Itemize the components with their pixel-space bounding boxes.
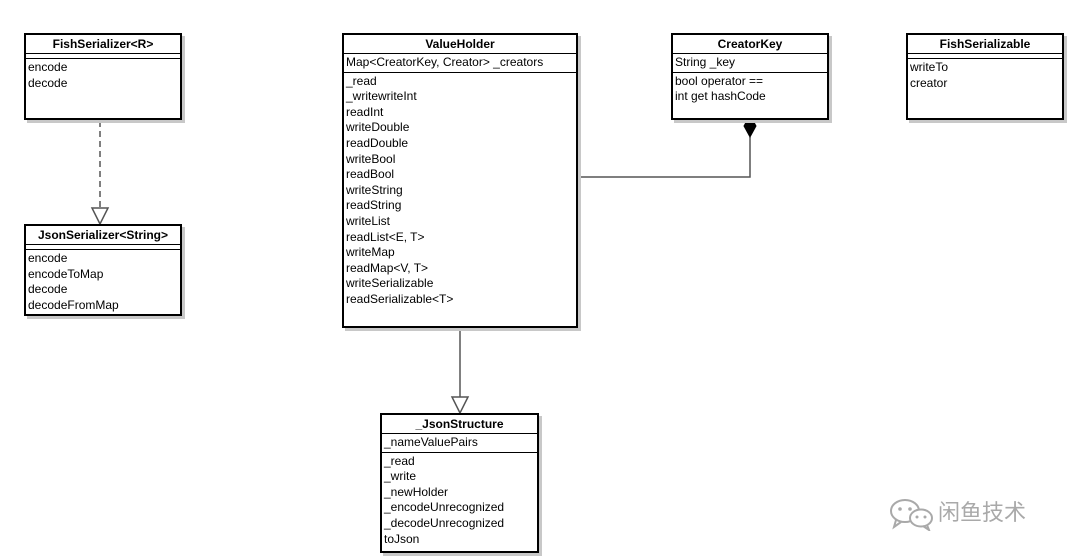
method-item: readList<E, T> [346, 229, 425, 244]
method-item: readInt [346, 104, 384, 119]
attributes-section: Map<CreatorKey, Creator> _creators [344, 54, 576, 73]
method-item: _writewriteInt [346, 89, 417, 104]
attributes-section [908, 54, 1062, 59]
method-item: decode [28, 282, 68, 297]
method-item: writeList [346, 213, 391, 228]
methods-section: _read_write_newHolder_encodeUnrecognized… [382, 453, 537, 549]
method-item: creator [910, 75, 948, 90]
realization-connector [90, 121, 110, 226]
method-item: _write [384, 469, 417, 484]
attributes-section [26, 245, 180, 250]
method-item: int get hashCode [675, 89, 766, 104]
attributes-section [26, 54, 180, 59]
method-item: readBool [346, 167, 395, 182]
method-item: _read [384, 453, 415, 468]
class-creator-key[interactable]: CreatorKey String _key bool operator ==i… [671, 33, 829, 120]
method-item: readString [346, 198, 402, 213]
method-item: toJson [384, 531, 420, 546]
method-item: bool operator == [675, 73, 764, 88]
attributes-section: String _key [673, 54, 827, 73]
composition-diamond [743, 113, 757, 139]
class-name: FishSerializable [908, 35, 1062, 54]
method-item: _encodeUnrecognized [384, 500, 505, 515]
method-item: writeBool [346, 151, 396, 166]
method-item: decode [28, 75, 68, 90]
watermark: 闲鱼技术 [888, 497, 1058, 531]
class-name: _JsonStructure [382, 415, 537, 434]
method-item: encodeToMap [28, 266, 104, 281]
method-item: writeMap [346, 245, 395, 260]
method-item: _read [346, 73, 377, 88]
class-value-holder[interactable]: ValueHolder Map<CreatorKey, Creator> _cr… [342, 33, 578, 328]
class-name: CreatorKey [673, 35, 827, 54]
composition-connector [578, 113, 757, 178]
method-item: writeDouble [346, 120, 410, 135]
method-item: readSerializable<T> [346, 291, 454, 306]
class-json-structure[interactable]: _JsonStructure _nameValuePairs _read_wri… [380, 413, 539, 553]
inheritance-connector [450, 327, 470, 415]
methods-section: bool operator ==int get hashCode [673, 73, 827, 106]
method-item: encode [28, 251, 68, 265]
wechat-icon [890, 499, 933, 531]
attribute-item: _nameValuePairs [384, 435, 478, 449]
method-item: _decodeUnrecognized [384, 515, 505, 530]
method-item: _newHolder [384, 484, 449, 499]
watermark-text: 闲鱼技术 [938, 501, 1027, 526]
method-item: readDouble [346, 135, 409, 150]
method-item: writeSerializable [346, 276, 434, 291]
attribute-item: String _key [675, 55, 736, 69]
inheritance-arrowhead [450, 396, 470, 415]
composition-line [578, 137, 751, 178]
class-name: ValueHolder [344, 35, 576, 54]
class-name: FishSerializer<R> [26, 35, 180, 54]
attribute-item: Map<CreatorKey, Creator> _creators [346, 55, 544, 69]
method-item: decodeFromMap [28, 297, 119, 312]
attributes-section: _nameValuePairs [382, 434, 537, 453]
method-item: encode [28, 60, 68, 74]
method-item: writeString [346, 182, 403, 197]
class-name: JsonSerializer<String> [26, 226, 180, 245]
method-item: writeTo [910, 60, 949, 74]
realization-arrowhead [90, 207, 110, 226]
method-item: readMap<V, T> [346, 260, 429, 275]
